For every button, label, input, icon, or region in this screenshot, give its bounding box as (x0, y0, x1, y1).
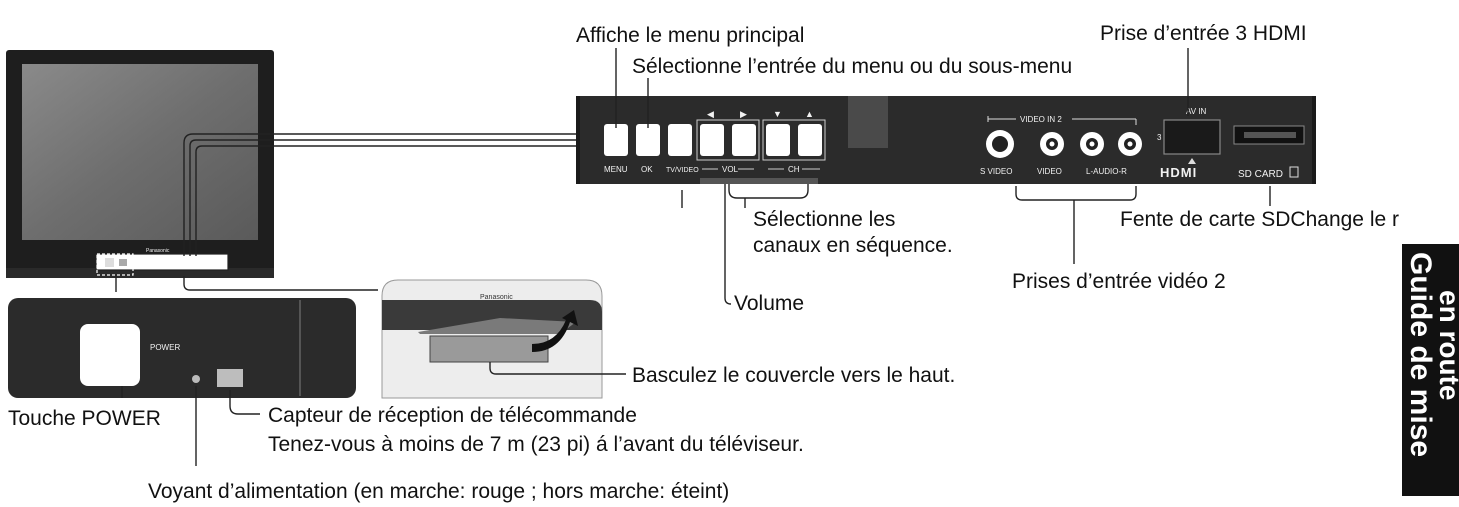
label-volume: Volume (734, 292, 804, 315)
label-sensor-line1: Capteur de réception de télécommande (268, 404, 637, 427)
ch-text: CH (788, 165, 800, 174)
ch-down-button-graphic (766, 124, 790, 156)
tv-front-panel-box (95, 253, 229, 271)
menu-button-graphic (604, 124, 628, 156)
ch-up-arrow-icon: ▲ (805, 109, 814, 119)
label-channels-line1: Sélectionne les (753, 208, 895, 231)
ok-text: OK (641, 165, 653, 174)
label-channels-line2: canaux en séquence. (753, 234, 953, 257)
vol-left-arrow-icon: ◀ (707, 109, 714, 119)
label-video2: Prises d’entrée vidéo 2 (1012, 270, 1226, 293)
tv-illustration: Panasonic (6, 50, 274, 278)
side-tab: Guide de mise en route (1402, 244, 1459, 496)
side-tab-line1: Guide de mise (1404, 252, 1437, 457)
tv-screen (22, 64, 258, 240)
panel-tab (848, 96, 888, 148)
label-sensor-line2: Tenez-vous à moins de 7 m (23 pi) á l’av… (268, 433, 804, 456)
hdmi-number-text: 3 (1157, 133, 1162, 142)
hdmi-logo: HDMI (1160, 165, 1197, 180)
label-select-menu: Sélectionne l’entrée du menu ou du sous-… (632, 55, 1072, 78)
tv-power-area-box (96, 253, 134, 276)
vol-up-button-graphic (732, 124, 756, 156)
label-main-menu: Affiche le menu principal (576, 24, 804, 47)
tv-video-button-graphic (668, 124, 692, 156)
power-closeup: POWER (8, 298, 356, 398)
label-sd-slot: Fente de carte SDChange le r (1120, 208, 1399, 231)
video-text: VIDEO (1037, 167, 1062, 176)
side-tab-line2: en route (1434, 290, 1459, 400)
tv-brand: Panasonic (146, 248, 170, 254)
ch-down-arrow-icon: ▼ (773, 109, 782, 119)
power-panel (8, 298, 356, 398)
power-panel-label: POWER (150, 343, 180, 352)
av-in-text: AV IN (1186, 107, 1207, 116)
hdmi-port (1163, 119, 1221, 155)
label-power-button: Touche POWER (8, 407, 161, 430)
sd-card-text: SD CARD (1238, 169, 1283, 180)
power-button-graphic (80, 324, 140, 386)
remote-sensor-graphic (217, 369, 243, 387)
s-video-text: S VIDEO (980, 167, 1012, 176)
l-audio-r-text: L-AUDIO-R (1086, 167, 1127, 176)
tv-stand (6, 268, 274, 278)
label-cover: Basculez le couvercle vers le haut. (632, 364, 955, 387)
side-tab-bg (1402, 244, 1459, 496)
label-power-led: Voyant d’alimentation (en marche: rouge … (148, 480, 729, 503)
video-in-2-text: VIDEO IN 2 (1020, 115, 1062, 124)
label-hdmi3: Prise d’entrée 3 HDMI (1100, 22, 1307, 45)
cover-brand: Panasonic (480, 294, 513, 301)
cover-closeup: Panasonic (381, 279, 603, 399)
menu-text: MENU (604, 165, 628, 174)
ok-button-graphic (636, 124, 660, 156)
power-led-graphic (192, 375, 200, 383)
control-panel: ◀ ▶ ▼ ▲ MENU OK TV/VIDEO VOL CH VIDEO IN… (576, 96, 1316, 184)
cover-arrow (532, 310, 578, 352)
vol-right-arrow-icon: ▶ (740, 109, 747, 119)
ch-up-button-graphic (798, 124, 822, 156)
vol-text: VOL (722, 165, 739, 174)
vol-down-button-graphic (700, 124, 724, 156)
tv-video-text: TV/VIDEO (666, 167, 699, 174)
